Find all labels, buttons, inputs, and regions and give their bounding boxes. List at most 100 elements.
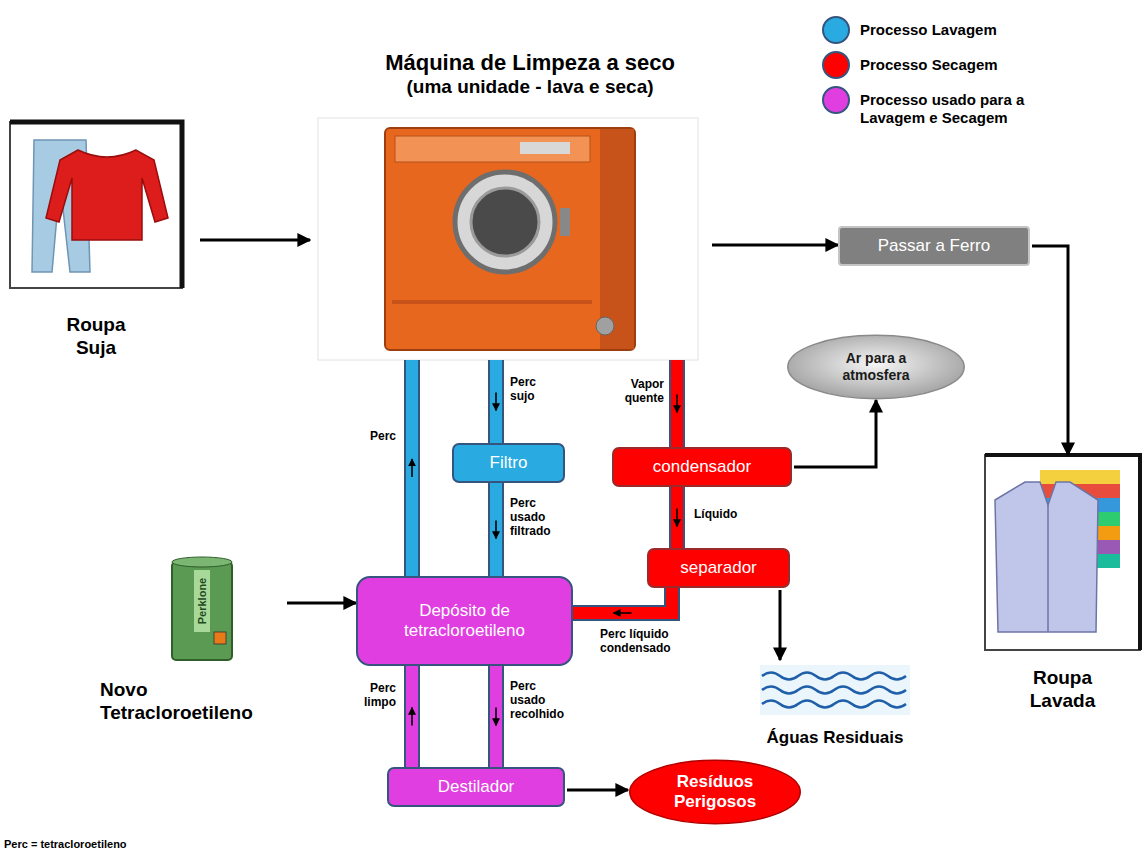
arrow-line bbox=[200, 239, 310, 242]
box-label: Depósito de tetracloroetileno bbox=[368, 601, 561, 642]
waste-water-picture bbox=[760, 665, 910, 715]
node-label: Novo Tetracloroetileno bbox=[100, 679, 285, 725]
ellipse-label: Resíduos Perigosos bbox=[660, 772, 770, 813]
pipe-fill bbox=[406, 666, 418, 767]
box-label: Destilador bbox=[438, 777, 515, 797]
pipe-label: Perc sujo bbox=[510, 376, 555, 404]
node-label: Águas Residuais bbox=[767, 728, 904, 748]
node-label: Roupa Lavada bbox=[1023, 667, 1103, 713]
pipe-outline bbox=[488, 483, 504, 576]
flow-direction bbox=[676, 509, 678, 527]
pipe-fill bbox=[671, 487, 683, 548]
jacket-icon bbox=[995, 482, 1098, 632]
process-box: Passar a Ferro bbox=[838, 226, 1030, 266]
pipe-outline bbox=[573, 588, 672, 613]
machine-side bbox=[600, 129, 634, 349]
still-box: Destilador bbox=[387, 767, 565, 807]
flow-direction bbox=[411, 708, 413, 726]
flow-direction bbox=[495, 521, 497, 539]
pipe-fill bbox=[406, 360, 418, 576]
solvent-pipe bbox=[677, 360, 678, 447]
sweater-stripe bbox=[1040, 470, 1120, 484]
dirty-clothes: Roupa Suja bbox=[10, 122, 182, 362]
box-label: Passar a Ferro bbox=[878, 236, 990, 256]
picture-frame bbox=[10, 122, 182, 288]
flow-arrow bbox=[200, 240, 310, 241]
ellipse-shape bbox=[630, 760, 801, 823]
wave-line bbox=[762, 673, 906, 680]
flow-arrow bbox=[287, 603, 356, 604]
solvent-pipe bbox=[496, 483, 497, 576]
machine-picture bbox=[318, 118, 698, 360]
flow-arrow bbox=[567, 790, 628, 791]
can-lid bbox=[172, 557, 232, 567]
pipe-outline bbox=[669, 487, 685, 548]
sweater-icon bbox=[46, 150, 168, 240]
solvent-can-picture bbox=[172, 557, 232, 660]
legend-row: Processo Secagem bbox=[822, 51, 1047, 79]
pipe-label: Perc limpo bbox=[352, 682, 396, 710]
pipe-label: Perc usado recolhido bbox=[510, 680, 572, 721]
water-ground bbox=[760, 665, 910, 715]
solvent-pipe bbox=[412, 666, 413, 767]
pipe-label: Líquido bbox=[694, 508, 764, 522]
solvent-pipe bbox=[496, 360, 497, 443]
machine-display bbox=[520, 142, 570, 154]
flow-direction bbox=[495, 393, 497, 411]
pipe-fill bbox=[671, 360, 683, 447]
jacket-seam bbox=[1047, 505, 1049, 632]
flow-arrow bbox=[794, 400, 876, 467]
ellipse-shape bbox=[788, 335, 964, 398]
pipe-label: Perc usado filtrado bbox=[510, 497, 565, 538]
dirty-clothes-picture bbox=[10, 122, 182, 288]
node-label: Roupa Suja bbox=[56, 314, 136, 360]
picture-frame bbox=[318, 118, 698, 360]
output-ellipse: Ar para a atmosfera bbox=[786, 334, 966, 400]
frame-shadow bbox=[985, 455, 1140, 650]
filter-box: Filtro bbox=[452, 443, 565, 483]
flow-arrow bbox=[1032, 246, 1068, 455]
tank-box: Depósito de tetracloroetileno bbox=[356, 576, 573, 666]
solvent-pipe bbox=[412, 360, 413, 576]
separator-box: separador bbox=[647, 548, 790, 588]
dry-cleaning-machine: Máquina de Limpeza a seco(uma unidade - … bbox=[310, 50, 710, 360]
hazard-ellipse: Resíduos Perigosos bbox=[628, 759, 802, 825]
arrow-line bbox=[567, 789, 628, 792]
pipe-fill bbox=[490, 360, 502, 443]
arrow-line bbox=[712, 244, 838, 247]
machine-knob bbox=[596, 317, 614, 335]
pipe-outline bbox=[669, 360, 685, 447]
arrow-line bbox=[1032, 246, 1068, 455]
waste-water: Águas Residuais bbox=[750, 660, 920, 750]
arrow-line bbox=[779, 590, 782, 660]
pipe-fill bbox=[490, 666, 502, 767]
legend-row: Processo usado para a Lavagem e Secagem bbox=[822, 86, 1047, 127]
pipe-fill bbox=[490, 483, 502, 576]
legend-text: Processo Lavagem bbox=[860, 16, 1040, 39]
machine-door bbox=[455, 172, 555, 272]
pipe-label: Perc bbox=[352, 430, 396, 444]
frame-shadow bbox=[10, 122, 182, 288]
can-label bbox=[194, 570, 210, 632]
legend-row: Processo Lavagem bbox=[822, 16, 1047, 44]
pipe-outline bbox=[488, 666, 504, 767]
pipe-outline bbox=[404, 666, 420, 767]
machine-body bbox=[385, 128, 635, 350]
legend-text: Processo Secagem bbox=[860, 51, 1040, 74]
pipe-outline bbox=[488, 360, 504, 443]
flow-direction bbox=[495, 708, 497, 726]
picture-frame bbox=[985, 455, 1140, 650]
legend: Processo LavagemProcesso SecagemProcesso… bbox=[822, 16, 1047, 134]
ellipse-label: Ar para a atmosfera bbox=[826, 350, 926, 384]
clean-clothes-picture bbox=[985, 455, 1140, 650]
flow-direction bbox=[614, 612, 632, 614]
machine-handle bbox=[560, 208, 570, 236]
flow-direction bbox=[676, 395, 678, 413]
machine-panel bbox=[395, 136, 590, 162]
solvent-pipe bbox=[496, 666, 497, 767]
wave-line bbox=[762, 701, 906, 708]
pipe-outline bbox=[404, 360, 420, 576]
box-label: separador bbox=[680, 558, 757, 578]
arrow-line bbox=[287, 602, 356, 605]
